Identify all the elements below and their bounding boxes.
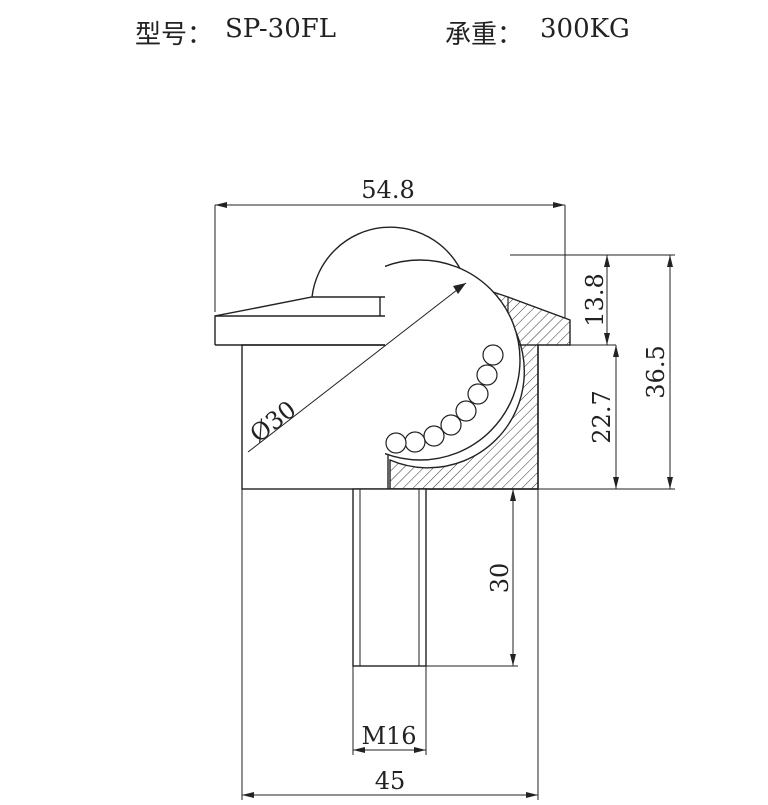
dim-total-height: 36.5 — [642, 345, 670, 398]
model-value: SP-30FL — [225, 14, 337, 44]
flange-left — [214, 296, 389, 345]
ball-outline — [311, 226, 467, 298]
dim-thread: M16 — [361, 722, 416, 750]
bearing-balls — [385, 344, 504, 454]
ball-section — [385, 259, 521, 461]
model-label: 型号： — [135, 20, 214, 50]
dimension-lines — [214, 204, 675, 800]
dim-stud-length: 30 — [486, 563, 514, 594]
load-label: 承重： — [445, 20, 524, 50]
dim-body-width: 45 — [375, 767, 406, 795]
dim-ball-diameter: Ø30 — [245, 395, 302, 448]
dim-overall-width: 54.8 — [361, 176, 414, 204]
dim-body-height: 22.7 — [588, 390, 616, 443]
drawing-title-block: 型号： SP-30FL 承重： 300KG — [0, 10, 768, 54]
dimension-arrows — [215, 202, 673, 798]
load-value: 300KG — [540, 14, 630, 44]
threaded-stud — [352, 488, 427, 667]
dim-ball-protrusion: 13.8 — [581, 273, 609, 326]
